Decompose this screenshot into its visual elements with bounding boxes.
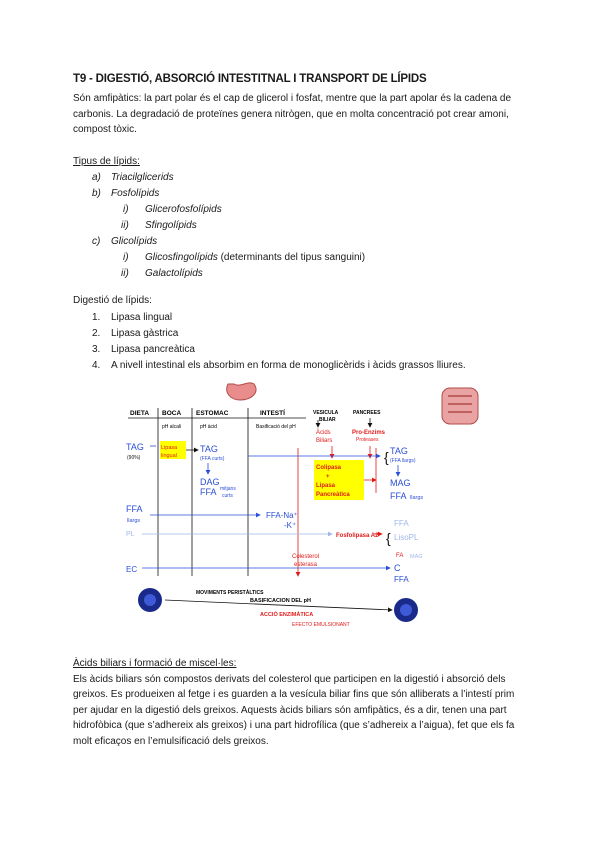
list-item: Glicerofosfolípids bbox=[145, 204, 222, 215]
ffa-curts: (FFA curts) bbox=[200, 456, 225, 462]
list-item: Galactolípids bbox=[145, 268, 203, 279]
list-marker: ii) bbox=[121, 268, 129, 279]
enzyme-label: Pancreàtica bbox=[316, 492, 350, 498]
list-marker: 1. bbox=[92, 312, 101, 323]
ph-label: Basificació del pH bbox=[256, 424, 296, 430]
ffa-na-label: FFA-Na⁺ bbox=[266, 511, 298, 520]
ffa-llargs-product: (FFA llargs) bbox=[390, 458, 416, 464]
brace: { bbox=[384, 449, 389, 465]
list-item: Sfingolípids bbox=[145, 220, 197, 231]
colesterol-label: Colesterol bbox=[292, 554, 319, 560]
intro-line: Són amfipàtics: la part polar és el cap … bbox=[73, 93, 512, 104]
column-header: INTESTÍ bbox=[260, 408, 285, 417]
tag-label: TAG bbox=[126, 442, 144, 452]
curts-label: curts bbox=[222, 493, 233, 499]
intestine-icon bbox=[441, 387, 479, 425]
intro-line: compost tòxic. bbox=[73, 124, 137, 135]
acids-label: Biliars bbox=[316, 438, 332, 444]
bile-heading: Àcids biliars i formació de miscel·les: bbox=[73, 658, 237, 669]
ec-label: EC bbox=[126, 565, 137, 574]
ffa-product: FFA bbox=[390, 491, 407, 501]
c-product: C bbox=[394, 563, 401, 573]
list-marker: i) bbox=[123, 252, 129, 263]
highlight-box bbox=[160, 441, 186, 459]
bile-line: greixos. Es produeixen al fetge i es gua… bbox=[73, 689, 515, 700]
list-marker: i) bbox=[123, 204, 129, 215]
column-header: ESTOMAC bbox=[196, 410, 229, 417]
enzyme-label: Lipasa bbox=[316, 483, 336, 489]
mov-label: MOVIMENTS PERISTÀLTICS bbox=[196, 589, 264, 596]
list-item: Lipasa gàstrica bbox=[111, 328, 179, 339]
ffa-stomach: FFA bbox=[200, 487, 217, 497]
basif-label: BASIFICACION DEL pH bbox=[250, 598, 311, 604]
brace: { bbox=[386, 530, 391, 546]
column-header: BOCA bbox=[162, 410, 181, 417]
list-marker: 2. bbox=[92, 328, 101, 339]
proteases-label: Proteases bbox=[356, 437, 379, 443]
ph-label: pH alcali bbox=[162, 424, 181, 430]
highlight-box bbox=[314, 460, 364, 500]
k-label: -K⁺ bbox=[284, 521, 296, 530]
efecte-label: EFECTO EMULSIONANT bbox=[292, 622, 350, 628]
digestion-heading: Digestió de lípids: bbox=[73, 295, 152, 306]
list-item: Triacilglicerids bbox=[111, 172, 174, 183]
intro-line: carbonis. La degradació de proteïnes gen… bbox=[73, 108, 509, 120]
mag-product: MAG bbox=[390, 478, 411, 488]
list-item-note: (determinants del tipus sanguini) bbox=[217, 252, 366, 263]
types-heading: Tipus de lípids: bbox=[73, 156, 140, 167]
mitjans-label: mitjans bbox=[220, 486, 236, 492]
ffa-llargs: llargs bbox=[127, 518, 140, 524]
bile-line: hidrofòbica (que s’adhereix als greixos)… bbox=[73, 720, 515, 731]
list-marker: 3. bbox=[92, 344, 101, 355]
proenzims-label: Pro-Enzims bbox=[352, 430, 386, 436]
list-marker: b) bbox=[92, 188, 101, 199]
enzyme-label: lingual bbox=[161, 453, 177, 459]
ph-label: pH àcid bbox=[200, 424, 217, 430]
bile-section: Àcids biliars i formació de miscel·les: … bbox=[73, 656, 528, 749]
list-marker: ii) bbox=[121, 220, 129, 231]
ffa-c-product: FFA bbox=[394, 575, 409, 584]
column-header: BILIAR bbox=[319, 417, 336, 423]
list-marker: c) bbox=[92, 236, 101, 247]
column-header: DIETA bbox=[130, 410, 149, 417]
fosfolipasa-label: Fosfolipasa A2 bbox=[336, 533, 379, 539]
list-item: Glicolípids bbox=[111, 236, 158, 247]
tag-product: TAG bbox=[390, 446, 408, 456]
fa-label: FA bbox=[396, 553, 403, 559]
page-title: T9 - DIGESTIÓ, ABSORCIÓ INTESTITNAL I TR… bbox=[73, 73, 427, 85]
enzyme-label: + bbox=[326, 474, 330, 480]
lisopl-product: LisoPL bbox=[394, 533, 419, 542]
ffa-label: FFA bbox=[126, 504, 143, 514]
list-item: Glicosfingolípids bbox=[145, 252, 218, 263]
list-marker: 4. bbox=[92, 360, 101, 371]
accio-label: ACCIÓ ENZIMÀTICA bbox=[260, 610, 313, 618]
tag-stomach: TAG bbox=[200, 444, 218, 454]
dag-label: DAG bbox=[200, 477, 220, 487]
stomach-icon bbox=[226, 382, 257, 401]
list-item: Fosfolípids bbox=[111, 188, 160, 199]
llargs-product: llargs bbox=[410, 495, 423, 501]
acids-label: Àcids bbox=[316, 429, 331, 436]
column-header: PANCREES bbox=[353, 410, 381, 416]
bile-line: Els àcids biliars són compostos derivats… bbox=[73, 673, 506, 685]
mag-small-label: MAG bbox=[410, 554, 423, 560]
list-marker: a) bbox=[92, 172, 101, 183]
ffa-pl-product: FFA bbox=[394, 519, 409, 528]
list-item: A nivell intestinal els absorbim en form… bbox=[111, 360, 466, 371]
intro-paragraph: Són amfipàtics: la part polar és el cap … bbox=[73, 91, 528, 138]
esterasa-label: esterasa bbox=[294, 562, 318, 568]
bile-line: molt eficaços en l’emulsificació dels gr… bbox=[73, 735, 269, 747]
lipid-digestion-diagram: DIETA BOCA ESTOMAC INTESTÍ VESICULA BILI… bbox=[126, 382, 479, 628]
enzyme-label: Lipasa bbox=[161, 445, 178, 451]
tag-percent: (90%) bbox=[127, 455, 141, 461]
column-header: VESICULA bbox=[313, 410, 339, 416]
list-item: Lipasa pancreàtica bbox=[111, 344, 195, 355]
bile-line: per ajudar en la digestió dels greixos. … bbox=[73, 704, 507, 716]
pl-label: PL bbox=[126, 531, 135, 538]
list-item: Lipasa lingual bbox=[111, 312, 173, 323]
enzyme-label: Colipasa bbox=[316, 465, 342, 471]
